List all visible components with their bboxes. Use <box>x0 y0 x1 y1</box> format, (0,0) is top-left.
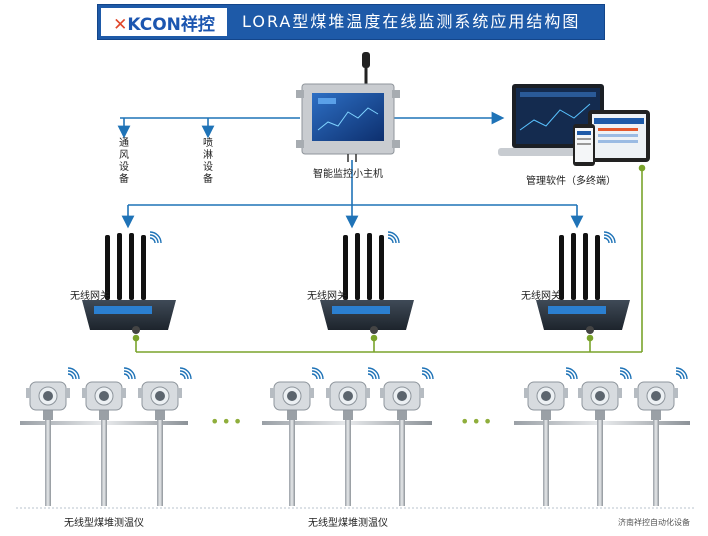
ventilation-label: 通风设备 <box>119 138 129 185</box>
sensor-group-label-2: 无线型煤堆测温仪 <box>308 518 388 529</box>
wifi-icon <box>311 367 324 380</box>
gateway-3 <box>536 231 630 334</box>
software-label: 管理软件（多终端） <box>526 176 616 187</box>
gateway-label-2: 无线网关 <box>307 291 347 302</box>
wifi-icon <box>565 367 578 380</box>
temperature-sensor-8 <box>578 367 632 506</box>
green-links <box>132 164 646 353</box>
wifi-icon <box>619 367 632 380</box>
wifi-icon <box>675 367 688 380</box>
blue-links <box>117 111 584 229</box>
management-software-devices <box>498 84 650 166</box>
gateway-1 <box>82 231 176 334</box>
wifi-icon <box>367 367 380 380</box>
host-label: 智能监控小主机 <box>313 169 383 180</box>
footer-credit: 济南祥控自动化设备 <box>618 518 690 527</box>
temperature-sensor-1 <box>26 367 80 506</box>
sensor-group-label-1: 无线型煤堆测温仪 <box>64 518 144 529</box>
gateway-2 <box>320 231 414 334</box>
wifi-icon <box>179 367 192 380</box>
temperature-sensor-4 <box>270 367 324 506</box>
wifi-icon <box>123 367 136 380</box>
ellipsis-1: ••• <box>210 412 245 431</box>
ellipsis-2: ••• <box>460 412 495 431</box>
logo-text: ✕KCON祥控 <box>113 14 215 35</box>
sensor-array <box>20 367 690 506</box>
temperature-sensor-3 <box>138 367 192 506</box>
spray-label: 喷淋设备 <box>203 138 213 185</box>
brand-logo: ✕KCON祥控 <box>101 8 227 36</box>
diagram-title: LORA型煤堆温度在线监测系统应用结构图 <box>242 12 581 31</box>
title-banner: ✕KCON祥控 LORA型煤堆温度在线监测系统应用结构图 <box>97 4 605 40</box>
temperature-sensor-9 <box>634 367 688 506</box>
monitor-host <box>296 52 400 162</box>
temperature-sensor-5 <box>326 367 380 506</box>
temperature-sensor-2 <box>82 367 136 506</box>
temperature-sensor-6 <box>380 367 434 506</box>
wifi-icon <box>67 367 80 380</box>
gateway-label-3: 无线网关 <box>521 291 561 302</box>
gateway-label-1: 无线网关 <box>70 291 110 302</box>
temperature-sensor-7 <box>524 367 578 506</box>
wifi-icon <box>421 367 434 380</box>
